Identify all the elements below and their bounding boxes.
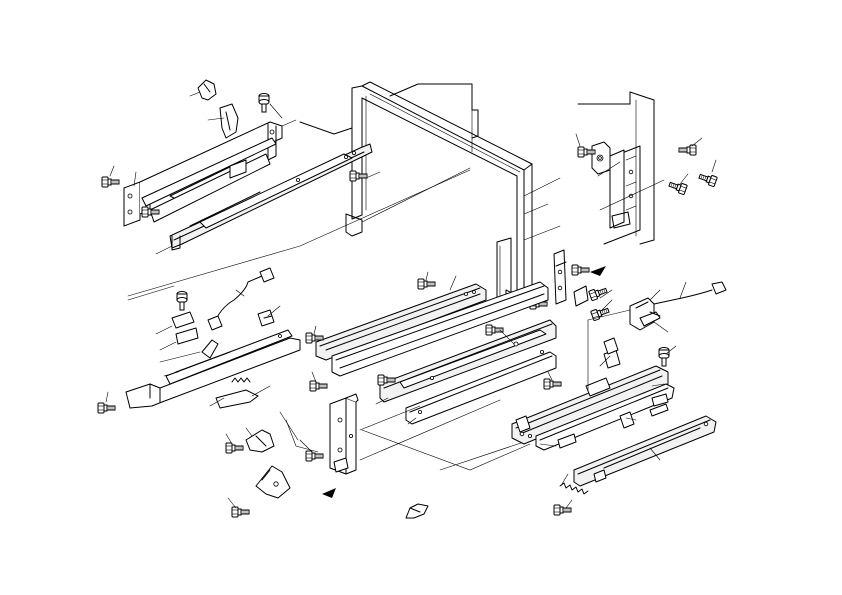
lower-hinge-plate-assembly (299, 393, 429, 519)
lever-arm (215, 389, 259, 409)
upper-left-rail-assembly (101, 79, 381, 255)
center-stop-bracket (529, 249, 613, 322)
actuator-base-plate (125, 337, 301, 409)
lock-arm (255, 465, 291, 499)
lower-left-parts (225, 411, 299, 518)
sensor-cable (213, 275, 263, 325)
arrow-icon (590, 266, 606, 276)
middle-slide-rail (315, 283, 487, 361)
release-lever (245, 429, 275, 453)
main-frame (299, 81, 561, 303)
actuator-tab (603, 337, 619, 355)
center-rail-assembly (305, 271, 557, 471)
latch-clip (197, 79, 217, 101)
arrow-icon (322, 488, 336, 498)
spring-icon (231, 377, 251, 383)
handle-cover (219, 103, 239, 139)
lower-right-guide-assembly (511, 309, 717, 516)
wire-harness-icon (711, 281, 727, 295)
sensor-harness-assembly (629, 281, 727, 333)
rear-bracket-plate (123, 181, 141, 227)
right-hinge-bracket-assembly (575, 91, 718, 245)
lower-left-actuator-assembly (97, 267, 301, 414)
spring-icon (559, 482, 589, 495)
assembly-leader-lines (127, 169, 531, 471)
